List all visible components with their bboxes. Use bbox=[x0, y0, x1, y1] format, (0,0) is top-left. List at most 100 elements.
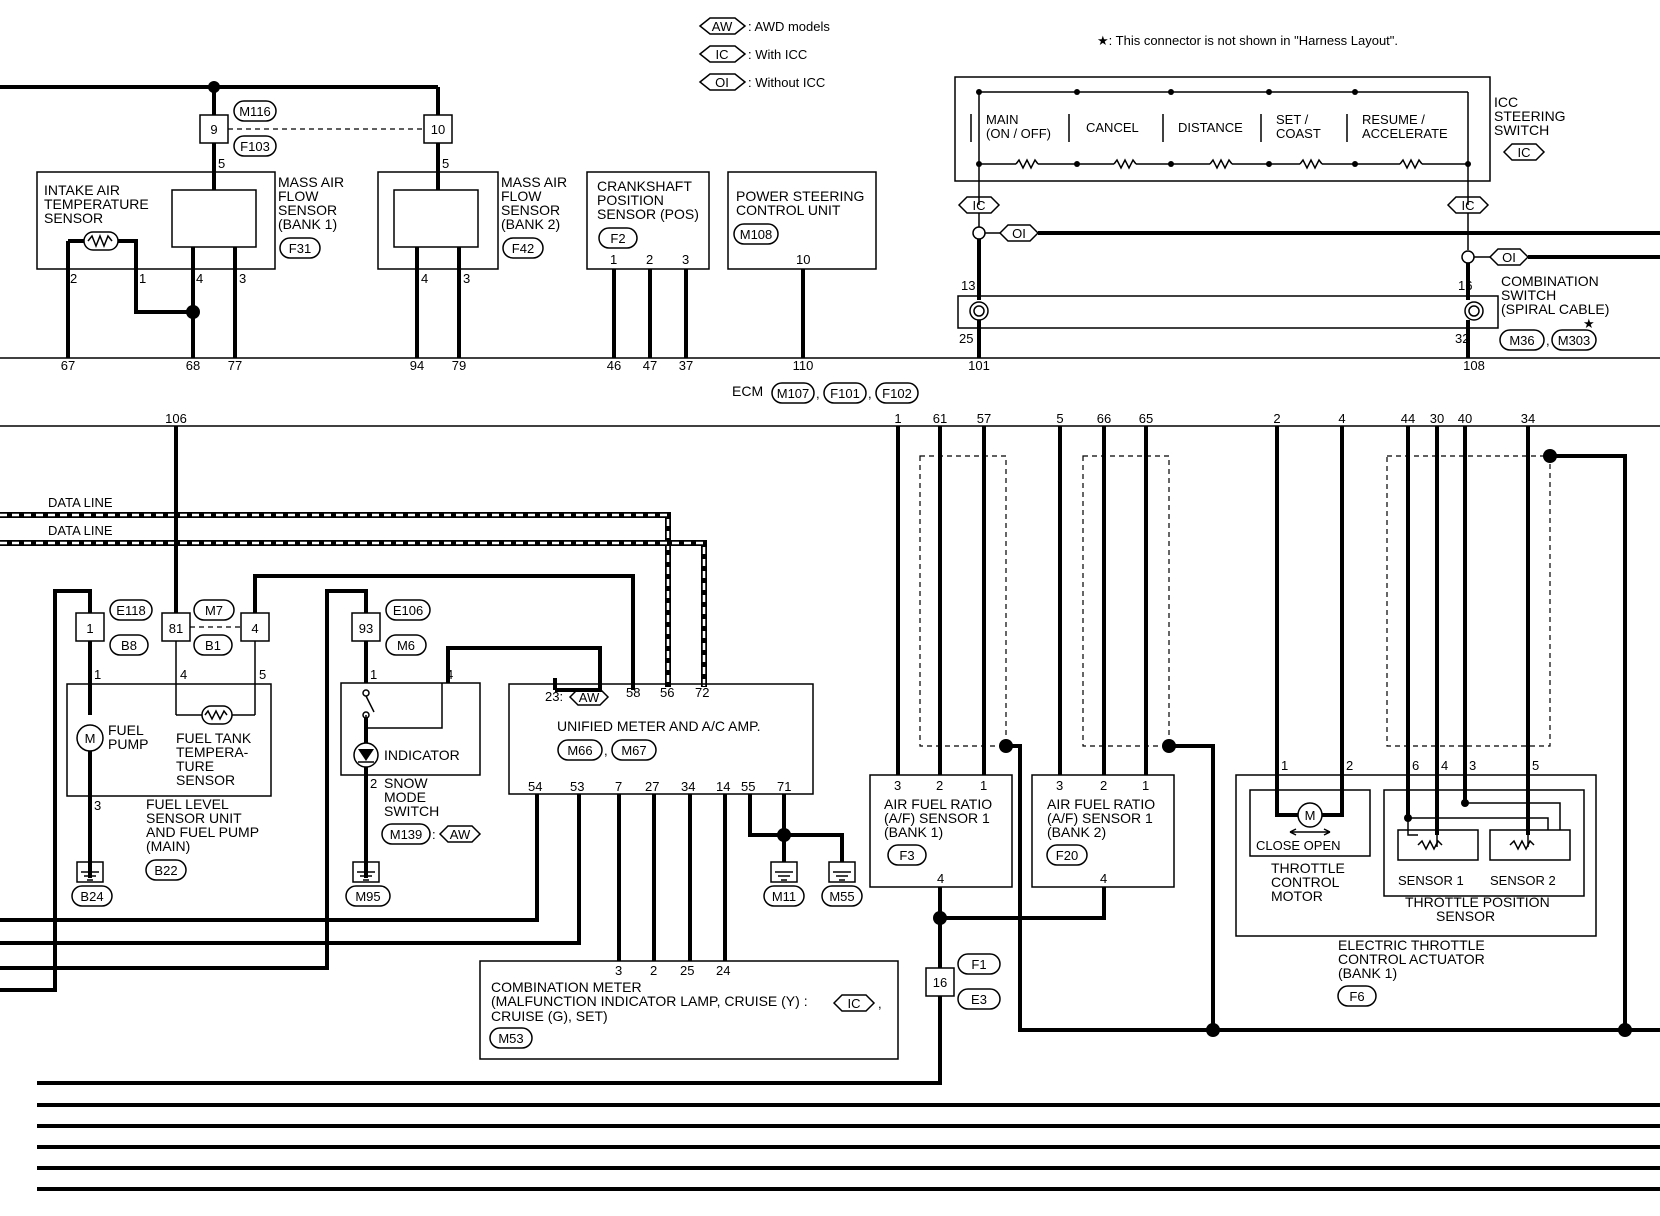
legend-oi-text: : Without ICC bbox=[748, 75, 825, 90]
svg-text:2: 2 bbox=[1100, 778, 1107, 793]
svg-text:110: 110 bbox=[793, 358, 814, 373]
svg-text:1: 1 bbox=[86, 621, 93, 636]
icc-set: SET /COAST bbox=[1276, 112, 1321, 141]
af-sensor-bank2: AIR FUEL RATIO(A/F) SENSOR 1(BANK 2) bbox=[1047, 796, 1155, 840]
unified-meter-title: UNIFIED METER AND A/C AMP. bbox=[557, 718, 761, 734]
legend-ic-code: IC bbox=[716, 47, 729, 62]
svg-text:27: 27 bbox=[645, 779, 659, 794]
svg-text:1: 1 bbox=[370, 667, 377, 682]
svg-text:M95: M95 bbox=[355, 889, 380, 904]
tps-sensor-1: SENSOR 1 bbox=[1398, 873, 1464, 888]
svg-text:F3: F3 bbox=[899, 848, 914, 863]
conn-f2: F2 bbox=[610, 231, 625, 246]
svg-text:40: 40 bbox=[1458, 411, 1472, 426]
unified-meter: 23: AW 58 56 72 UNIFIED METER AND A/C AM… bbox=[0, 678, 863, 961]
connector-10 bbox=[423, 114, 453, 144]
icc-cancel: CANCEL bbox=[1086, 120, 1139, 135]
svg-text:B8: B8 bbox=[121, 638, 137, 653]
svg-text:M: M bbox=[1305, 808, 1316, 823]
combination-meter-label: COMBINATION METER (MALFUNCTION INDICATOR… bbox=[491, 979, 811, 1024]
svg-text::: : bbox=[432, 827, 436, 842]
maf-sensor-bank1: MASS AIR FLOW SENSOR (BANK 1) bbox=[278, 174, 348, 232]
svg-text:1: 1 bbox=[94, 667, 101, 682]
svg-text:E118: E118 bbox=[116, 603, 145, 618]
svg-text:37: 37 bbox=[679, 358, 693, 373]
svg-text:2: 2 bbox=[370, 776, 377, 791]
svg-text:101: 101 bbox=[968, 358, 990, 373]
star-mark: ★ bbox=[1583, 316, 1595, 331]
svg-text:,: , bbox=[604, 743, 608, 758]
svg-text:F1: F1 bbox=[971, 957, 986, 972]
svg-text:25: 25 bbox=[680, 963, 694, 978]
svg-text:5: 5 bbox=[1056, 411, 1063, 426]
svg-text:4: 4 bbox=[180, 667, 187, 682]
svg-text:OI: OI bbox=[1012, 226, 1026, 241]
svg-text:OI: OI bbox=[1502, 250, 1516, 265]
svg-text:2: 2 bbox=[70, 271, 77, 286]
ecm-bottom-pins: 106 1 61 57 5 66 65 2 4 44 30 40 34 bbox=[165, 411, 1535, 426]
data-line-label-1: DATA LINE bbox=[48, 495, 113, 510]
conn-f31: F31 bbox=[289, 241, 311, 256]
svg-text:16: 16 bbox=[1458, 278, 1472, 293]
svg-text:ECM: ECM bbox=[732, 383, 763, 399]
svg-text:44: 44 bbox=[1401, 411, 1415, 426]
svg-text:5: 5 bbox=[1532, 758, 1539, 773]
legend-aw-code: AW bbox=[712, 19, 733, 34]
svg-text:AW: AW bbox=[450, 827, 471, 842]
svg-text:M53: M53 bbox=[498, 1031, 523, 1046]
svg-text:B1: B1 bbox=[205, 638, 221, 653]
svg-text:3: 3 bbox=[463, 271, 470, 286]
svg-text:53: 53 bbox=[570, 779, 584, 794]
svg-text:F6: F6 bbox=[1349, 989, 1364, 1004]
svg-text:58: 58 bbox=[626, 685, 640, 700]
svg-text:79: 79 bbox=[452, 358, 466, 373]
svg-text:4: 4 bbox=[446, 667, 453, 682]
svg-text:M139: M139 bbox=[390, 827, 423, 842]
svg-text:5: 5 bbox=[259, 667, 266, 682]
icc-resume: RESUME /ACCELERATE bbox=[1362, 112, 1448, 141]
svg-text:2: 2 bbox=[650, 963, 657, 978]
data-line-label-2: DATA LINE bbox=[48, 523, 113, 538]
svg-text:B24: B24 bbox=[80, 889, 103, 904]
svg-text:2: 2 bbox=[1273, 411, 1280, 426]
svg-text:10: 10 bbox=[796, 252, 810, 267]
svg-text:4: 4 bbox=[937, 871, 944, 886]
svg-text:61: 61 bbox=[933, 411, 947, 426]
svg-text:23:: 23: bbox=[545, 689, 563, 704]
svg-text:E3: E3 bbox=[971, 992, 987, 1007]
svg-text:IC: IC bbox=[1518, 145, 1531, 160]
svg-text:1: 1 bbox=[894, 411, 901, 426]
icc-steering-switch: ICC STEERING SWITCH bbox=[1494, 94, 1569, 138]
svg-text:24: 24 bbox=[716, 963, 730, 978]
data-lines: DATA LINE DATA LINE bbox=[0, 495, 707, 687]
svg-text:65: 65 bbox=[1139, 411, 1153, 426]
svg-text:72: 72 bbox=[695, 685, 709, 700]
svg-text:M67: M67 bbox=[621, 743, 646, 758]
indicator-label: INDICATOR bbox=[384, 747, 460, 763]
svg-text:2: 2 bbox=[646, 252, 653, 267]
svg-text:67: 67 bbox=[61, 358, 75, 373]
svg-text:5: 5 bbox=[442, 156, 449, 171]
combination-switch: COMBINATION SWITCH (SPIRAL CABLE) bbox=[1501, 273, 1609, 317]
svg-text:7: 7 bbox=[615, 779, 622, 794]
svg-text:IC: IC bbox=[848, 996, 861, 1011]
svg-text:M: M bbox=[85, 731, 96, 746]
af-sensors: 3 2 1 AIR FUEL RATIO(A/F) SENSOR 1(BANK … bbox=[37, 426, 1215, 1085]
svg-text:71: 71 bbox=[777, 779, 791, 794]
svg-text:6: 6 bbox=[1412, 758, 1419, 773]
svg-text:1: 1 bbox=[980, 778, 987, 793]
svg-text:14: 14 bbox=[716, 779, 730, 794]
conn-m303: M303 bbox=[1558, 333, 1591, 348]
svg-text:M11: M11 bbox=[772, 889, 796, 904]
crankshaft-sensor: CRANKSHAFT POSITION SENSOR (POS) bbox=[597, 178, 699, 222]
svg-text:1: 1 bbox=[610, 252, 617, 267]
svg-text:10: 10 bbox=[431, 122, 445, 137]
svg-text:M55: M55 bbox=[829, 889, 854, 904]
svg-text:4: 4 bbox=[1100, 871, 1107, 886]
svg-text:13: 13 bbox=[961, 278, 975, 293]
